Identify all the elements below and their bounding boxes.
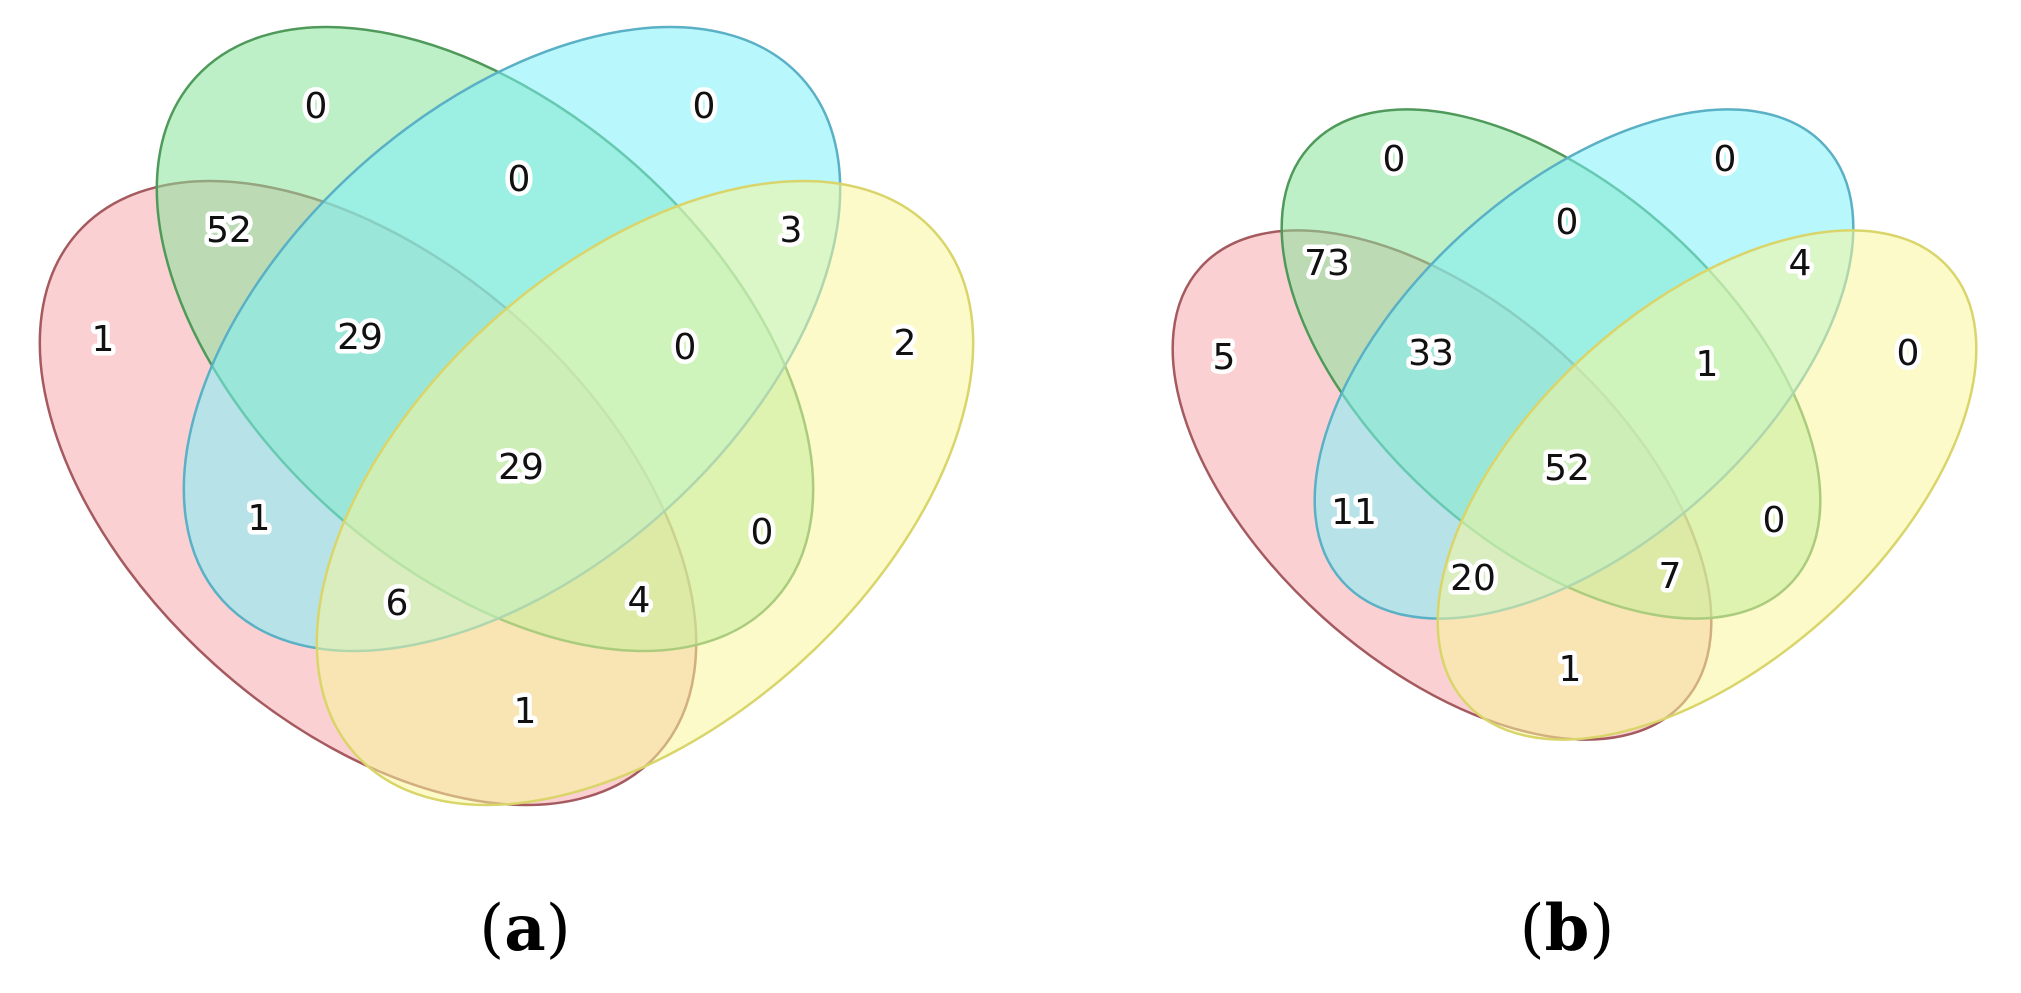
venn-panel-b: 0 0 0 73 4 5 33 1 0 52 11 0 20 7 1 (b): [1171, 108, 1978, 966]
region-green-yellow: 0: [751, 512, 774, 553]
region-labels-b: 0 0 0 73 4 5 33 1 0 52 11 0 20 7 1: [1208, 135, 1924, 695]
region-red-green-yellow: 4: [628, 580, 651, 621]
region-red-green: 52: [206, 210, 252, 251]
caption-a: (a): [479, 891, 570, 966]
region-green-yellow: 0: [1763, 500, 1786, 541]
region-cyan-only: 0: [693, 86, 716, 127]
region-red-cyan: 1: [248, 498, 271, 539]
region-red-green-cyan: 29: [337, 317, 383, 358]
region-cyan-only: 0: [1714, 139, 1737, 180]
region-red-yellow: 1: [514, 691, 537, 732]
region-red-cyan-yellow: 20: [1450, 558, 1496, 599]
caption-b-letter: b: [1545, 891, 1590, 966]
region-green-only: 0: [305, 86, 328, 127]
region-green-cyan: 0: [508, 159, 531, 200]
region-all-four: 52: [1544, 448, 1590, 489]
region-cyan-yellow: 3: [780, 210, 803, 251]
region-red-green-cyan: 33: [1408, 333, 1454, 374]
region-red-only: 1: [92, 319, 115, 360]
region-red-cyan: 11: [1331, 492, 1377, 533]
region-yellow-only: 2: [894, 323, 917, 364]
region-red-green-yellow: 7: [1659, 556, 1682, 597]
venn-panel-a: 0 0 0 52 3 1 29 0 2 29 1 0 6 4 1 (a): [38, 25, 975, 966]
caption-b: (b): [1520, 891, 1615, 966]
region-green-cyan-yellow: 0: [674, 327, 697, 368]
region-labels-a: 0 0 0 52 3 1 29 0 2 29 1 0 6 4 1: [87, 82, 921, 737]
region-yellow-only: 0: [1897, 333, 1920, 374]
set-ellipse-yellow: [315, 179, 975, 807]
region-green-only: 0: [1383, 139, 1406, 180]
caption-a-letter: a: [504, 891, 545, 966]
region-red-only: 5: [1213, 337, 1236, 378]
region-all-four: 29: [498, 447, 544, 488]
set-ellipse-yellow: [1436, 229, 1978, 741]
region-red-yellow: 1: [1559, 649, 1582, 690]
region-green-cyan: 0: [1556, 202, 1579, 243]
region-cyan-yellow: 4: [1789, 243, 1812, 284]
region-green-cyan-yellow: 1: [1696, 344, 1719, 385]
region-red-green: 73: [1304, 243, 1350, 284]
region-red-cyan-yellow: 6: [386, 583, 409, 624]
